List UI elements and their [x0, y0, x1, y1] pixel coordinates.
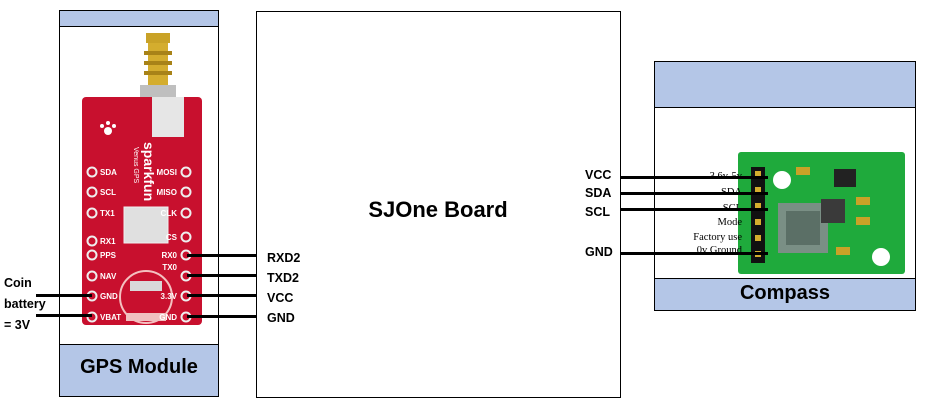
gps-pin-pps: PPS — [100, 251, 117, 260]
wire-gnd-gps — [187, 315, 257, 318]
sjone-board-title: SJOne Board — [368, 197, 508, 222]
wire-scl-compass — [620, 208, 768, 211]
gps-pin-3v3: 3.3V — [161, 292, 178, 301]
compass-pin-ground-label: 0v Ground — [697, 245, 743, 256]
battery-wire-gnd — [36, 294, 92, 297]
gps-pin-sda: SDA — [100, 168, 117, 177]
gps-pin-clk: CLK — [161, 209, 178, 218]
wire-sda-compass — [620, 192, 768, 195]
sjone-pin-gnd-right: GND — [585, 245, 613, 259]
gps-module-block: GPS Module — [58, 9, 219, 397]
flame-icon — [100, 121, 116, 135]
gps-pin-gnd-right: GND — [159, 313, 177, 322]
gps-brand-logo: sparkfun — [141, 142, 157, 201]
compass-block: Compass — [653, 60, 916, 311]
gps-pin-rx1: RX1 — [100, 237, 116, 246]
gps-module-image: SDA SCL TX1 RX1 PPS NAV GND VBAT MOSI MI… — [82, 33, 202, 325]
compass-pin-factory-label: Factory use — [693, 232, 742, 243]
gps-model-text: Venus GPS — [132, 147, 139, 184]
wire-txd2 — [187, 274, 257, 277]
wire-gnd-compass — [620, 252, 768, 255]
compass-title: Compass — [739, 282, 831, 304]
gps-pin-rx0: RX0 — [161, 251, 177, 260]
wire-vcc-compass — [620, 176, 768, 179]
wire-vcc-gps — [187, 294, 257, 297]
sjone-pin-vcc-left: VCC — [267, 291, 294, 305]
sjone-pin-rxd2: RXD2 — [267, 251, 301, 265]
sjone-pin-gnd-left: GND — [267, 311, 295, 325]
gps-pin-tx1: TX1 — [100, 209, 115, 218]
battery-label-line3: = 3V — [4, 318, 31, 332]
gps-module-title: GPS Module — [80, 356, 198, 378]
wire-rxd2 — [187, 254, 257, 257]
gps-pin-vbat: VBAT — [100, 313, 121, 322]
gps-pin-mosi: MOSI — [157, 168, 177, 177]
compass-image: 3.6v-5v SDA SCL Mode Factory use 0v Grou… — [693, 152, 905, 274]
sjone-pin-txd2: TXD2 — [267, 271, 299, 285]
gps-pin-cs: CS — [166, 233, 178, 242]
battery-label-line2: battery — [4, 297, 46, 311]
battery-wire-vbat — [36, 314, 92, 317]
compass-top-band — [653, 60, 916, 108]
gps-pin-gnd-left: GND — [100, 292, 118, 301]
sjone-pin-sda-right: SDA — [585, 186, 612, 200]
gps-title-band — [58, 344, 219, 397]
gps-pin-scl: SCL — [100, 188, 116, 197]
sjone-board-block: SJOne Board — [256, 11, 621, 398]
gps-pin-miso: MISO — [157, 188, 177, 197]
sjone-pin-scl-right: SCL — [585, 205, 610, 219]
sjone-pin-vcc-right: VCC — [585, 168, 612, 182]
compass-title-band — [653, 278, 916, 311]
gps-pin-nav: NAV — [100, 272, 117, 281]
battery-label-line1: Coin — [4, 276, 32, 290]
gps-pin-tx0: TX0 — [162, 263, 177, 272]
compass-pin-mode-label: Mode — [718, 217, 743, 228]
gps-top-band — [58, 9, 219, 27]
